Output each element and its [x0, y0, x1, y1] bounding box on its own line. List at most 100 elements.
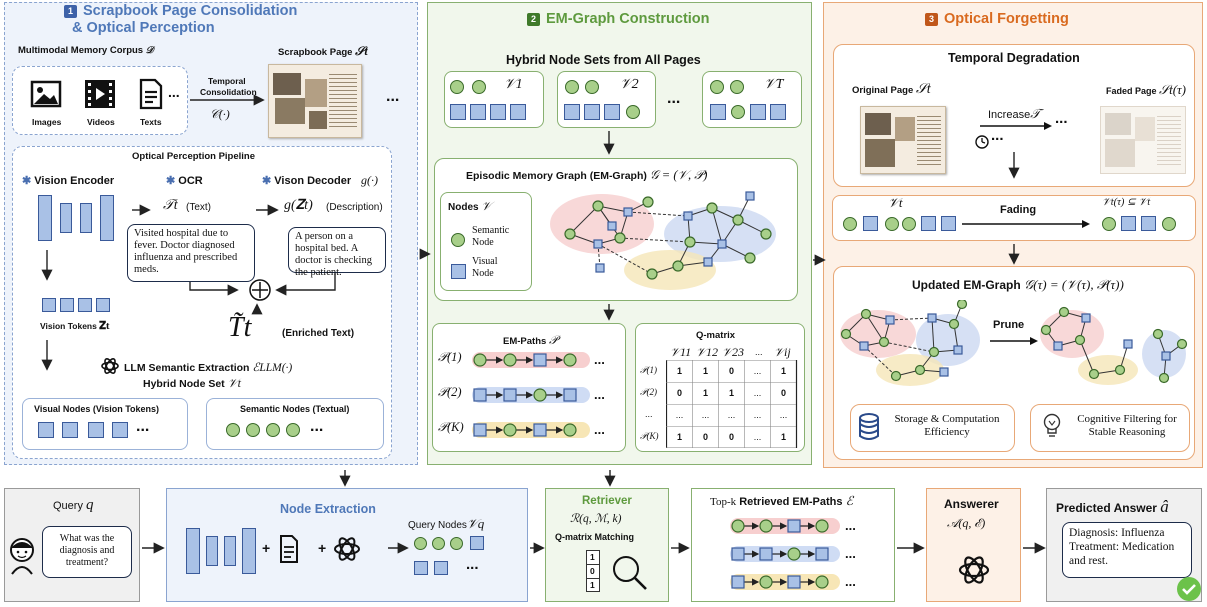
consolidation-label: Consolidation [200, 87, 257, 97]
media-ellipsis: ... [168, 84, 180, 100]
hybrid-node-sets-title: Hybrid Node Sets from All Pages [506, 53, 701, 67]
q-matrix-cell: ... [753, 366, 762, 376]
q-matrix-cell: 0 [780, 388, 786, 398]
visual-nodes-ellipsis: ... [136, 418, 150, 435]
encoder-layer [80, 203, 92, 233]
visual-node [510, 104, 526, 120]
q-matrix-col-header: 𝒱12 [696, 345, 718, 359]
fusion-plus-icon [249, 279, 271, 301]
visual-node [750, 104, 766, 120]
vision-decoder-label: ✱ Vison Decoder [262, 175, 352, 187]
semantic-node [710, 80, 724, 94]
check-badge-icon [1177, 577, 1201, 601]
q-matrix-cell: 1 [780, 366, 786, 376]
visual-node [414, 561, 428, 575]
encoder-layer [242, 528, 256, 574]
visual-node [941, 216, 956, 231]
ocr-text-callout: Visited hospital due to fever. Doctor di… [127, 224, 255, 282]
q-vector-bit: 0 [590, 566, 595, 576]
semantic-node [266, 423, 280, 437]
database-icon [859, 413, 879, 440]
answerer-title: Answerer [944, 497, 999, 511]
q-matrix-cell: ... [779, 410, 788, 420]
corpus-label: Multimodal Memory Corpus 𝒟 [18, 45, 154, 56]
updated-em-graph-title: Updated EM-Graph 𝒢(τ) = (𝒱(τ), 𝒫(τ)) [912, 277, 1124, 292]
retrieved-path-ellipsis: ... [845, 518, 856, 533]
panel1-title-line2: & Optical Perception [72, 20, 215, 36]
plus-sign: + [318, 540, 327, 556]
encoder-layer [60, 203, 72, 233]
vision-token [42, 298, 56, 312]
semantic-node-legend-icon [451, 233, 465, 247]
q-matrix-cell: ... [753, 410, 762, 420]
visual-node [112, 422, 128, 438]
visual-node [584, 104, 600, 120]
semantic-node [226, 423, 240, 437]
semantic-node [450, 80, 464, 94]
vision-token [78, 298, 92, 312]
visual-node [710, 104, 726, 120]
semantic-node [1102, 217, 1116, 231]
visual-node [604, 104, 620, 120]
visual-node [38, 422, 54, 438]
em-paths-title: EM-Paths 𝒫 [503, 333, 558, 347]
semantic-nodes-ellipsis: ... [310, 418, 324, 435]
media-texts-label: Texts [140, 117, 162, 127]
visual-node [1121, 216, 1136, 231]
scrapbook-page-thumbnail [268, 64, 362, 138]
q-matrix-cell: ... [701, 410, 710, 420]
q-matrix-cell: 1 [676, 366, 682, 376]
llm-logo-icon [101, 358, 119, 374]
query-nodes-ellipsis: ... [466, 556, 479, 573]
node-sets-ellipsis: ... [667, 90, 681, 107]
q-matrix-col-header: ... [755, 347, 763, 357]
semantic-node [730, 80, 744, 94]
em-path-ellipsis: ... [594, 422, 605, 437]
q-matrix-box [635, 323, 805, 452]
decoder-output-symbol: g(𝐙t) [284, 198, 313, 213]
ocr-label: ✱ OCR [166, 175, 203, 187]
llm-logo-icon [958, 556, 990, 584]
semantic-node [843, 217, 857, 231]
full-graph-visual [840, 300, 980, 386]
q-matrix-cell: 1 [702, 388, 708, 398]
ocr-output-symbol: 𝒯t [163, 198, 178, 213]
q-matrix-cell: ... [675, 410, 684, 420]
em-path-label: 𝒫(2) [438, 385, 462, 399]
q-matrix-cell: 1 [702, 366, 708, 376]
decoder-function: g(·) [361, 173, 378, 187]
node-extraction-title: Node Extraction [280, 502, 376, 516]
q-matrix-title: Q-matrix [696, 330, 736, 341]
vision-encoder-label: ✱ Vision Encoder [22, 175, 115, 187]
semantic-node [432, 537, 445, 550]
q-matrix-col-header: 𝒱11 [670, 345, 692, 359]
plus-sign: + [262, 540, 271, 556]
vision-token [96, 298, 110, 312]
llm-extraction-label: LLM Semantic Extraction ℰLLM(·) [124, 362, 293, 374]
prune-arrow [990, 337, 1038, 345]
media-videos-label: Videos [87, 117, 115, 127]
semantic-nodes-label: Semantic Nodes (Textual) [240, 404, 350, 414]
magnifier-icon [613, 556, 647, 590]
q-vector-bit: 1 [590, 580, 595, 590]
user-avatar-icon [10, 538, 34, 575]
encoder-layer [224, 536, 236, 566]
visual-nodes-label: Visual Nodes (Vision Tokens) [34, 404, 160, 414]
semantic-node [585, 80, 599, 94]
visual-node-legend-icon [451, 264, 466, 279]
node-set-label: 𝒱2 [620, 77, 639, 92]
media-images-label: Images [32, 117, 62, 127]
em-graph-visual [550, 191, 776, 290]
ocr-output-label: (Text) [186, 202, 211, 213]
hybrid-node-set-label: Hybrid Node Set 𝒱t [143, 376, 241, 390]
image-icon [30, 80, 62, 108]
time-increase-arrow [975, 122, 1052, 149]
semantic-node [246, 423, 260, 437]
text-document-icon [280, 535, 298, 563]
q-matrix-row-label: 𝒫(2) [640, 387, 657, 397]
retriever-box [545, 488, 669, 602]
panel1-badge: 1 [64, 4, 77, 18]
q-matrix-cell: ... [753, 388, 762, 398]
